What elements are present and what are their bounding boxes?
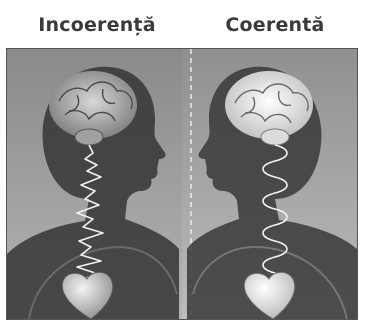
incoherence-heading: Incoerență [22,14,172,44]
illustration-area [6,48,358,320]
illustration-svg [7,49,357,319]
coherence-heading: Coerentă [200,14,350,44]
